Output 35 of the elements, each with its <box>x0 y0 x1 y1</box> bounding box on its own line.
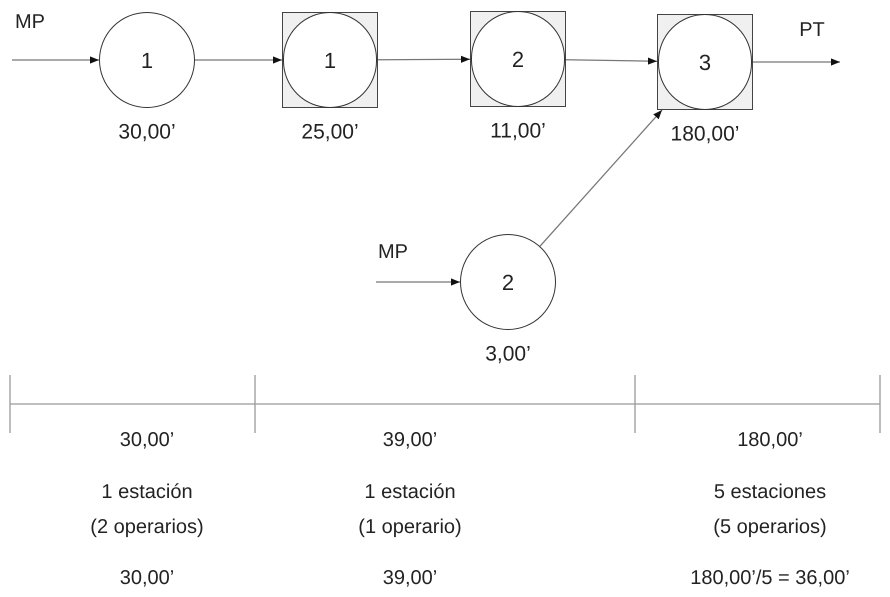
text-label: (1 operario) <box>358 515 462 540</box>
text-label: 30,00’ <box>120 428 174 453</box>
text-label: 5 estaciones <box>714 480 826 505</box>
time-label: 25,00’ <box>301 119 359 146</box>
arrow <box>12 56 99 64</box>
operation-number: 1 <box>324 46 336 74</box>
operation-number: 3 <box>698 48 712 76</box>
time-label: 11,00’ <box>490 118 546 144</box>
operation-number: 1 <box>140 46 154 74</box>
combined-operation-symbol <box>470 11 566 107</box>
arrow <box>540 110 662 247</box>
text-label: (5 operarios) <box>713 515 827 540</box>
combined-operation-symbol <box>282 12 378 108</box>
text-label: 1 estación <box>101 480 193 505</box>
flow-label: MP <box>15 10 45 35</box>
time-label: 3,00’ <box>485 341 531 368</box>
time-label: 180,00’ <box>670 121 740 148</box>
arrow <box>566 57 658 65</box>
text-label: 180,00’/5 = 36,00’ <box>690 566 850 591</box>
operation-number: 2 <box>512 46 524 74</box>
flow-label: PT <box>799 18 825 43</box>
operation-number: 2 <box>502 268 514 296</box>
combined-operation-symbol <box>657 14 753 110</box>
arrow <box>376 278 460 286</box>
arrow <box>378 56 470 63</box>
text-label: (2 operarios) <box>90 515 204 540</box>
arrow <box>753 58 840 66</box>
text-label: 30,00’ <box>120 566 174 591</box>
text-label: 180,00’ <box>737 428 803 453</box>
time-label: 30,00’ <box>118 119 176 146</box>
text-label: 39,00’ <box>382 428 438 453</box>
text-label: 1 estación <box>364 480 456 505</box>
text-label: 39,00’ <box>382 566 438 591</box>
arrow <box>195 56 282 64</box>
flow-label: MP <box>378 240 408 265</box>
